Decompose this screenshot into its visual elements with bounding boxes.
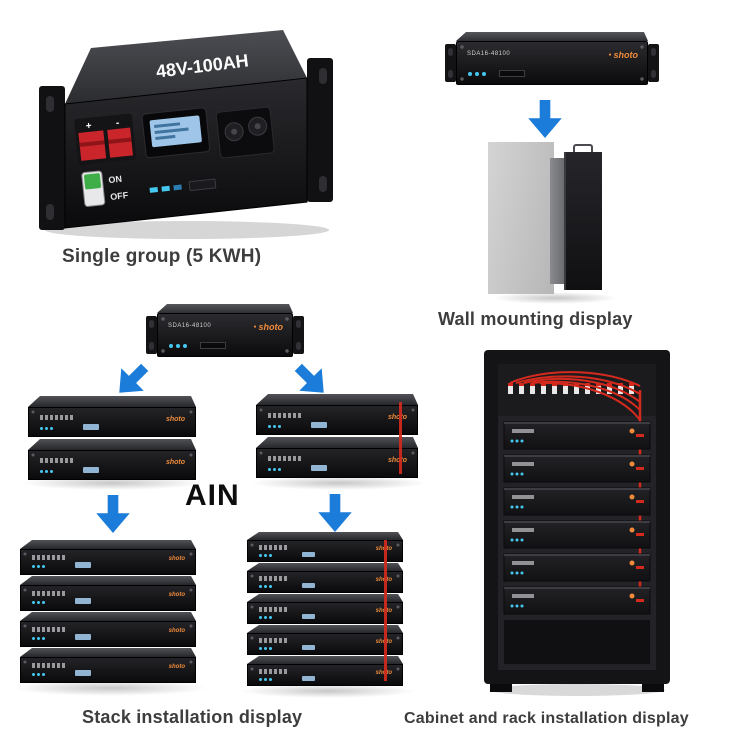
ground-shadow <box>45 221 329 239</box>
arrow-down-icon <box>96 495 130 533</box>
caption-stack: Stack installation display <box>82 707 303 727</box>
battery-top-face <box>65 30 307 104</box>
svg-text:-: - <box>115 118 119 129</box>
switch-on-label: ON <box>108 174 122 185</box>
rack-ear-left <box>445 44 456 82</box>
status-leds <box>468 72 486 76</box>
unit-model-label: SDA16-48100 <box>168 323 212 329</box>
caption-wall-mount: Wall mounting display <box>438 309 633 329</box>
battery-module: shoto <box>247 532 403 562</box>
battery-module: shoto <box>20 612 196 647</box>
stack-two-right: shoto shoto <box>256 394 418 480</box>
wall-mount-illustration <box>488 142 618 300</box>
brand-logo: shoto <box>253 322 284 332</box>
empty-bay <box>504 620 650 664</box>
cabinet-module <box>503 586 651 615</box>
arrow-down-icon <box>528 100 562 138</box>
red-terminal-block: + - <box>74 113 137 165</box>
stack-four-left: shoto shoto shoto shoto <box>20 540 196 684</box>
unit-top-face <box>157 304 293 313</box>
cabinet-module <box>503 487 651 516</box>
comm-ports <box>499 70 525 77</box>
stack-five-right: shoto shoto shoto shoto shoto <box>247 532 403 687</box>
lcd-display <box>141 107 211 159</box>
battery-module: shoto <box>256 437 418 478</box>
cabinet-module <box>503 421 651 450</box>
arrow-down-right-icon <box>294 363 324 393</box>
unit-front-panel: SDA16-48100 shoto <box>456 41 648 85</box>
ground-shadow <box>489 684 665 696</box>
stack-two-left: shoto shoto <box>28 396 196 482</box>
ground-shadow <box>240 684 416 698</box>
stack-source-unit-image: SDA16-48100 shoto <box>146 304 304 357</box>
battery-module: shoto <box>28 439 196 480</box>
cabinet-rack-illustration <box>484 350 670 696</box>
arrow-down-icon <box>318 494 352 532</box>
battery-module: shoto <box>247 656 403 686</box>
unit-front-panel: SDA16-48100 shoto <box>157 313 293 357</box>
battery-module: shoto <box>247 625 403 655</box>
status-leds <box>169 344 187 348</box>
wall-battery-side <box>550 158 564 284</box>
brand-logo: shoto <box>608 50 639 60</box>
battery-handle <box>573 144 593 152</box>
red-cables <box>509 371 641 421</box>
comm-ports <box>200 342 226 349</box>
output-terminal-block <box>215 106 275 159</box>
battery-module: shoto <box>256 394 418 435</box>
battery-module: shoto <box>20 648 196 683</box>
caption-cabinet: Cabinet and rack installation display <box>404 710 689 727</box>
single-group-battery-image: 48V-100AH + - <box>39 30 333 239</box>
cabinet-module <box>503 454 651 483</box>
cabinet-module <box>503 520 651 549</box>
rack-ear-right <box>648 44 659 82</box>
switch-off-label: OFF <box>110 190 129 202</box>
ain-label: AIN <box>185 479 240 512</box>
ground-shadow <box>250 476 428 490</box>
battery-module: shoto <box>20 576 196 611</box>
power-switch: ON OFF <box>81 170 129 207</box>
rack-ear-left <box>39 86 65 230</box>
battery-module: shoto <box>28 396 196 437</box>
wall-mounted-battery <box>564 144 602 290</box>
indicator-leds <box>149 178 217 193</box>
arrow-down-left-icon <box>119 363 149 393</box>
battery-module: shoto <box>247 594 403 624</box>
unit-model-label: SDA16-48100 <box>467 51 511 57</box>
rack-ear-right <box>307 58 333 202</box>
unit-top-face <box>456 32 648 41</box>
wall-panel <box>488 142 554 294</box>
ground-shadow <box>12 680 208 696</box>
cabinet-module <box>503 553 651 582</box>
svg-text:+: + <box>85 121 92 133</box>
wall-unit-image: SDA16-48100 shoto <box>445 32 659 85</box>
battery-module: shoto <box>20 540 196 575</box>
rack-ear-right <box>293 316 304 354</box>
caption-single-group: Single group (5 KWH) <box>62 246 262 267</box>
rack-ear-left <box>146 316 157 354</box>
cabinet-foot <box>490 684 512 692</box>
battery-module: shoto <box>247 563 403 593</box>
cabinet-foot <box>642 684 664 692</box>
ground-shadow <box>492 292 618 304</box>
